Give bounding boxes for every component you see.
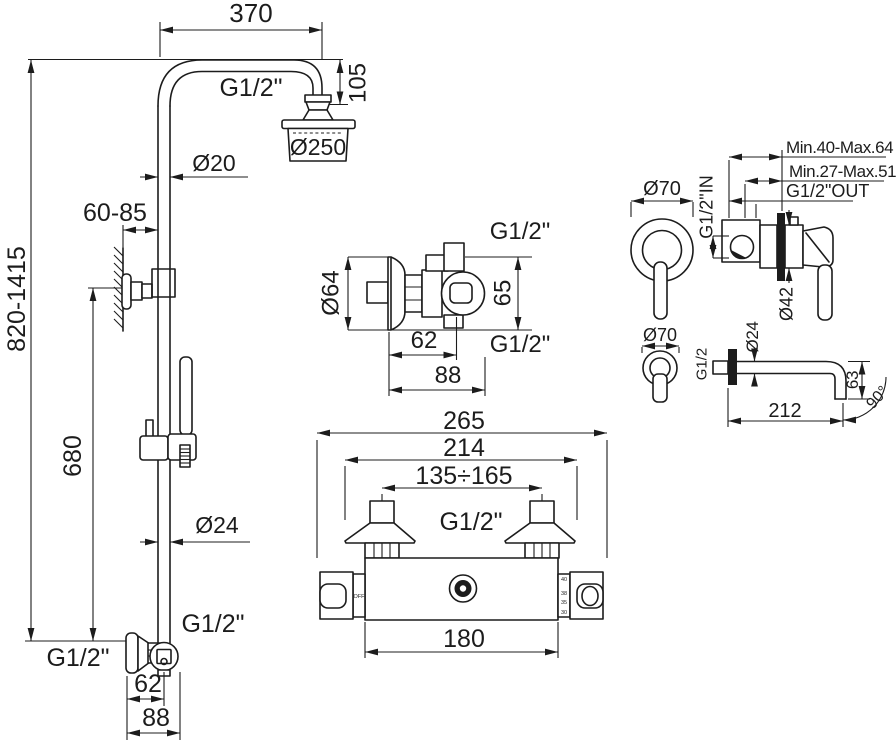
dim-head-drop: 105: [344, 63, 371, 103]
dim-elbow-total: 88: [142, 704, 170, 732]
dim-top-width: 370: [229, 0, 272, 28]
dim-mixer-center-depth: 62: [411, 327, 438, 354]
dim-mixer-port-offset: 65: [489, 280, 516, 307]
thermo-handle-left: OFF: [319, 571, 366, 620]
dim-total-height: 820-1415: [3, 246, 31, 352]
dim-pipe-lower-diameter: Ø24: [195, 512, 239, 538]
dim-thermo-centers-range: 135÷165: [415, 462, 512, 490]
temp-mark-40: 40: [561, 577, 567, 583]
dim-concealed-escutcheon: Ø70: [643, 178, 681, 200]
label-mixer-top-thread: G1/2": [490, 218, 551, 245]
dim-spout-drop: 63: [843, 371, 862, 389]
hand-shower: [139, 356, 197, 468]
dim-thermo-total-width: 265: [443, 407, 485, 435]
concealed-mixer-view: Ø70 Min.40-Max.64 Min.27-Max.51 G1/2"OUT: [630, 138, 896, 321]
dim-spout-angle: 90°: [863, 383, 892, 412]
label-off: OFF: [354, 594, 366, 600]
label-outlet-thread: G1/2"OUT: [786, 181, 869, 201]
label-spout-thread: G1/2: [693, 348, 710, 381]
wall-spout-view: Ø70 G1/2 Ø24 63 212 90°: [641, 322, 892, 427]
dim-mixer-total-depth: 88: [435, 362, 462, 389]
dim-depth-total: Min.40-Max.64: [786, 138, 893, 157]
label-arm-thread: G1/2": [219, 74, 282, 102]
wall-elbow-union: [125, 632, 179, 677]
shower-column-view: 820-1415 680 370 G1/2" 105: [3, 0, 371, 740]
label-inlet-thread: G1/2": [46, 644, 109, 672]
dim-flange-diameter: Ø42: [776, 287, 796, 321]
dim-thermo-body-width: 180: [443, 625, 485, 653]
dim-spout-tube-diameter: Ø24: [743, 322, 762, 353]
rain-shower-head: Ø250: [281, 94, 356, 162]
label-thermo-union-thread: G1/2": [439, 508, 502, 536]
dim-depth-inner: Min.27-Max.51: [789, 162, 896, 181]
temp-mark-30: 30: [561, 610, 567, 616]
dim-spout-escutcheon: Ø70: [643, 325, 677, 345]
dim-thermo-union-width: 214: [443, 434, 485, 462]
dim-bracket-offset: 60-85: [83, 199, 147, 227]
dim-head-diameter: Ø250: [290, 134, 346, 160]
label-mixer-bottom-thread: G1/2": [490, 331, 551, 358]
concealed-mixer-side: [721, 213, 834, 321]
thermo-handle-right: 40 38 35 30: [557, 571, 604, 620]
dim-mixer-escutcheon: Ø64: [317, 270, 344, 315]
eccentric-union-left: [344, 500, 416, 559]
label-elbow-thread: G1/2": [181, 610, 244, 638]
wall-bracket: [113, 246, 176, 332]
dim-elbow-center: 62: [134, 670, 162, 698]
temp-mark-35: 35: [561, 600, 567, 606]
dim-lower-height: 680: [59, 435, 87, 477]
mixer-lever-front: [653, 261, 668, 320]
eccentric-union-right: [504, 500, 576, 559]
shower-mixer-view: Ø64 65 G1/2" G1/2" 62 88: [317, 218, 550, 396]
thermostatic-mixer-view: 265 214 135÷165 G1/2": [316, 407, 608, 658]
dim-pipe-upper-diameter: Ø20: [192, 150, 235, 176]
riser-pipe: [157, 59, 323, 644]
dim-spout-length: 212: [768, 400, 801, 422]
temp-mark-38: 38: [561, 591, 567, 597]
label-inlet-thread-concealed: G1/2"IN: [696, 175, 716, 238]
spout-mixer-lever: [652, 373, 668, 403]
